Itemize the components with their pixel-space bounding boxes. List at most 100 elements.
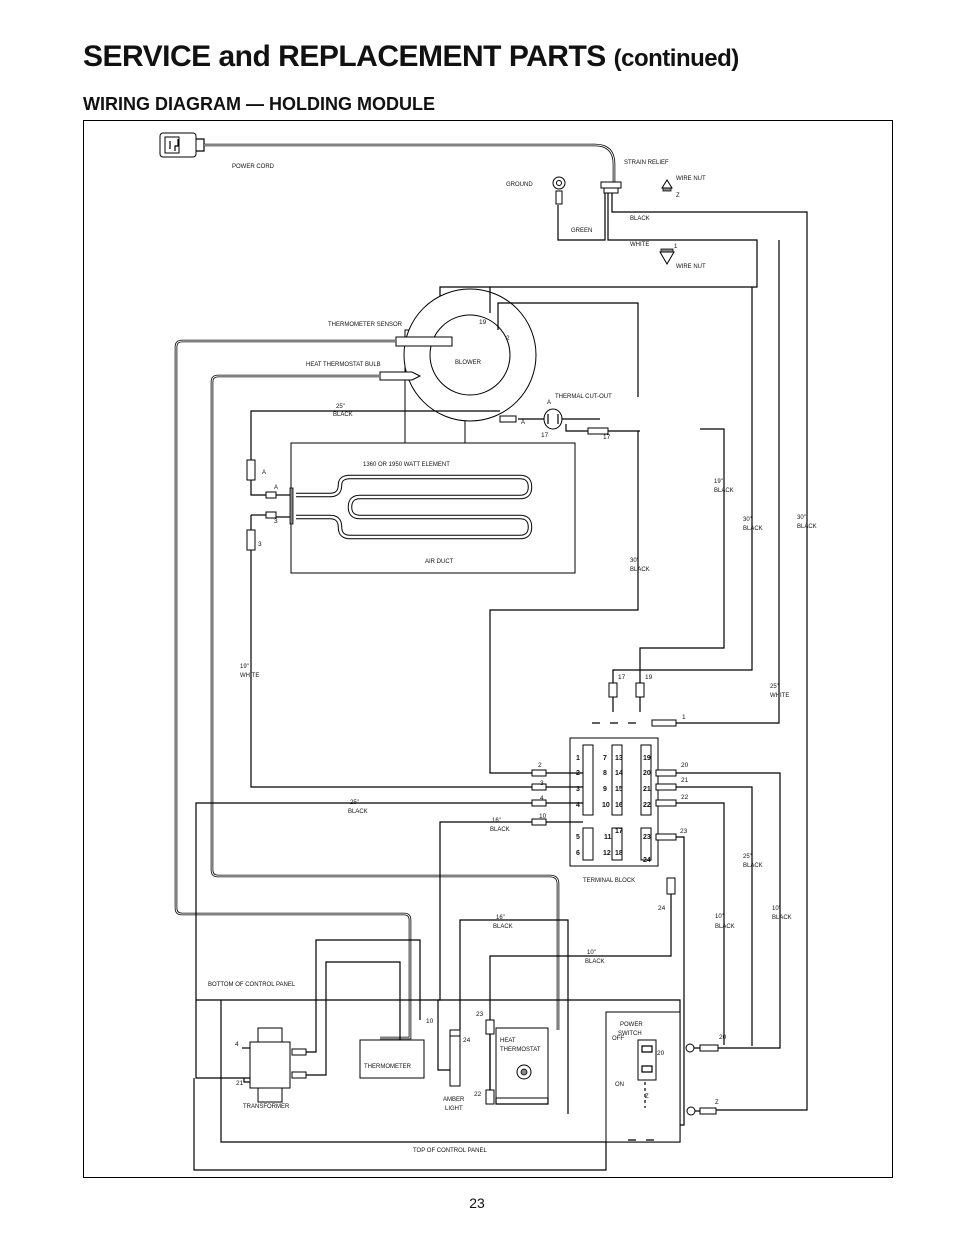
page-title: SERVICE and REPLACEMENT PARTS (continued… bbox=[83, 40, 739, 74]
heat-thermostat: 23 22 HEAT THERMOSTAT bbox=[474, 1011, 549, 1105]
svg-text:8: 8 bbox=[603, 770, 607, 777]
svg-text:13: 13 bbox=[615, 755, 623, 762]
thermometer-label: THERMOMETER bbox=[364, 1064, 412, 1070]
svg-text:5: 5 bbox=[576, 834, 580, 841]
svg-text:19: 19 bbox=[479, 319, 487, 326]
svg-text:Z: Z bbox=[645, 1094, 649, 1100]
svg-text:25": 25" bbox=[770, 684, 779, 690]
svg-text:30": 30" bbox=[743, 517, 752, 523]
ground-label: GROUND bbox=[506, 182, 533, 188]
svg-text:WIRE NUT: WIRE NUT bbox=[676, 176, 706, 182]
svg-text:BLACK: BLACK bbox=[715, 924, 735, 930]
svg-text:19: 19 bbox=[643, 755, 651, 762]
svg-text:21: 21 bbox=[236, 1080, 244, 1087]
svg-text:1: 1 bbox=[674, 244, 678, 250]
svg-text:BLACK: BLACK bbox=[490, 827, 510, 833]
svg-text:A: A bbox=[547, 400, 551, 406]
svg-text:3: 3 bbox=[576, 786, 580, 793]
black-lead-label: BLACK bbox=[630, 216, 650, 222]
svg-text:BLACK: BLACK bbox=[743, 863, 763, 869]
heat-thermostat-bulb: HEAT THERMOSTAT BULB bbox=[210, 362, 560, 1030]
terminal-block-right-connectors: 20 21 22 23 bbox=[655, 762, 689, 841]
svg-text:11: 11 bbox=[604, 834, 612, 841]
blower-label: BLOWER bbox=[455, 360, 482, 366]
svg-text:WIRE NUT: WIRE NUT bbox=[676, 264, 706, 270]
power-label: POWER bbox=[620, 1022, 643, 1028]
svg-text:18: 18 bbox=[615, 850, 623, 857]
svg-text:19": 19" bbox=[714, 479, 723, 485]
svg-text:23: 23 bbox=[476, 1011, 484, 1018]
svg-text:16": 16" bbox=[492, 818, 501, 824]
svg-text:10": 10" bbox=[587, 950, 596, 956]
svg-text:BLACK: BLACK bbox=[630, 567, 650, 573]
svg-text:24: 24 bbox=[658, 905, 666, 912]
svg-text:BLACK: BLACK bbox=[585, 959, 605, 965]
title-suffix: (continued) bbox=[613, 45, 740, 72]
power-cord: POWER CORD bbox=[159, 132, 616, 182]
wire-nut-bottom: WIRE NUT 1 bbox=[659, 244, 706, 270]
svg-text:BLACK: BLACK bbox=[493, 924, 513, 930]
svg-text:1: 1 bbox=[682, 714, 686, 721]
terminal-block-left-connectors: 2 3 4 10 bbox=[531, 762, 583, 826]
air-duct: 1360 OR 1950 WATT ELEMENT AIR DUCT bbox=[289, 442, 576, 574]
svg-text:Z: Z bbox=[676, 193, 680, 199]
terminal-numbers: 1 2 3 4 7 8 9 10 13 14 15 16 19 20 21 22… bbox=[576, 755, 651, 864]
connector-17-19: 17 19 bbox=[608, 674, 653, 712]
svg-text:WHITE: WHITE bbox=[240, 673, 259, 679]
svg-text:25": 25" bbox=[350, 800, 359, 806]
svg-text:24: 24 bbox=[463, 1037, 471, 1044]
svg-text:10: 10 bbox=[539, 813, 547, 820]
thermostat-label: THERMOSTAT bbox=[500, 1047, 541, 1053]
svg-text:16": 16" bbox=[496, 915, 505, 921]
blower: BLOWER 19 2 bbox=[403, 287, 639, 446]
ground-terminal: GROUND bbox=[506, 176, 566, 205]
svg-text:6: 6 bbox=[576, 850, 580, 857]
svg-text:BLACK: BLACK bbox=[743, 526, 763, 532]
air-duct-label: AIR DUCT bbox=[425, 559, 454, 565]
amber-label: AMBER bbox=[443, 1097, 465, 1103]
svg-text:10: 10 bbox=[426, 1018, 434, 1025]
element-terminal-3: 3 3 bbox=[246, 511, 532, 788]
thermometer-sensor-label: THERMOMETER SENSOR bbox=[328, 322, 403, 328]
heating-element bbox=[296, 474, 533, 540]
terminal-block-label: TERMINAL BLOCK bbox=[583, 878, 635, 884]
thermometer-sensor: THERMOMETER SENSOR bbox=[174, 322, 453, 1040]
svg-text:A: A bbox=[262, 470, 266, 476]
element-terminal-a: A A bbox=[246, 459, 290, 499]
thermal-cutout-label: THERMAL CUT-OUT bbox=[555, 394, 612, 400]
transformer-label: TRANSFORMER bbox=[243, 1104, 290, 1110]
thermal-cutout: THERMAL CUT-OUT A A 17 17 bbox=[489, 394, 640, 774]
terminal-block: 1 2 3 4 7 8 9 10 13 14 15 16 19 20 21 22… bbox=[569, 737, 659, 884]
svg-text:BLACK: BLACK bbox=[772, 915, 792, 921]
diagram-frame bbox=[83, 120, 893, 1178]
svg-text:12: 12 bbox=[603, 850, 611, 857]
svg-text:4: 4 bbox=[235, 1041, 239, 1048]
svg-text:2: 2 bbox=[506, 335, 510, 342]
svg-text:20: 20 bbox=[681, 762, 689, 769]
on-label: ON bbox=[615, 1082, 624, 1088]
svg-text:A: A bbox=[274, 485, 278, 491]
svg-text:22: 22 bbox=[643, 802, 651, 809]
svg-text:17: 17 bbox=[618, 674, 626, 681]
svg-text:22: 22 bbox=[474, 1091, 482, 1098]
svg-text:4: 4 bbox=[540, 795, 544, 802]
strain-relief-label: STRAIN RELIEF bbox=[624, 160, 669, 166]
svg-text:4: 4 bbox=[576, 802, 580, 809]
svg-text:1: 1 bbox=[576, 755, 580, 762]
top-of-control-panel-label: TOP OF CONTROL PANEL bbox=[413, 1148, 487, 1154]
bottom-of-control-panel-label: BOTTOM OF CONTROL PANEL bbox=[208, 982, 296, 988]
svg-text:Z: Z bbox=[715, 1100, 719, 1106]
svg-text:24: 24 bbox=[643, 857, 651, 864]
svg-text:14: 14 bbox=[615, 770, 623, 777]
amber-light: 10 24 AMBER LIGHT bbox=[426, 1000, 471, 1112]
svg-text:10: 10 bbox=[602, 802, 610, 809]
off-label: OFF bbox=[612, 1036, 624, 1042]
title-main: SERVICE and REPLACEMENT PARTS bbox=[83, 40, 606, 73]
svg-text:BLACK: BLACK bbox=[714, 488, 734, 494]
light-label: LIGHT bbox=[445, 1106, 463, 1112]
svg-text:20: 20 bbox=[719, 1034, 727, 1041]
svg-text:15: 15 bbox=[615, 786, 623, 793]
svg-text:21: 21 bbox=[681, 777, 689, 784]
svg-text:17: 17 bbox=[541, 432, 549, 439]
